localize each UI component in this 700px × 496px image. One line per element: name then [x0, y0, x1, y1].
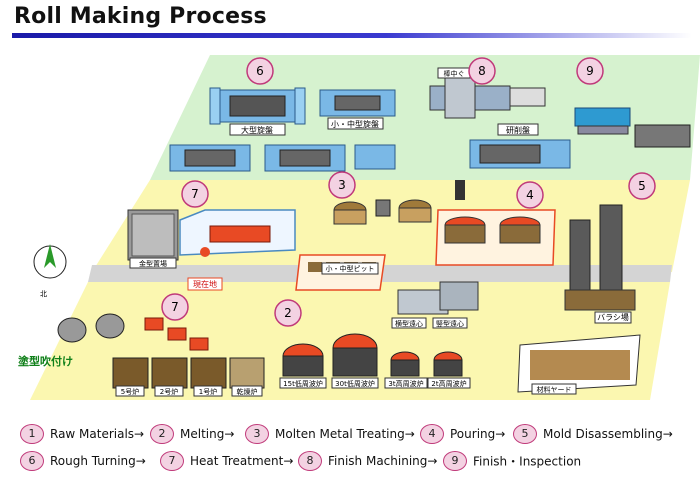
svg-text:4: 4 [526, 188, 534, 202]
legend-num-1: 1 [20, 424, 44, 444]
svg-text:6: 6 [256, 64, 264, 78]
mold-yard: 金型置場 [127, 209, 179, 269]
callout-9: 9 [576, 57, 604, 85]
callout-7b: 7 [161, 293, 189, 321]
svg-text:15t低周波炉: 15t低周波炉 [283, 379, 323, 388]
legend-item-9: 9 Finish・Inspection [443, 451, 581, 471]
lathe-left-3 [354, 144, 396, 170]
legend-label-1: Raw Materials→ [50, 427, 145, 441]
svg-text:バラシ場: バラシ場 [597, 312, 629, 322]
svg-text:棒中ぐ: 棒中ぐ [444, 69, 465, 78]
furnace-3t: 3t高周波炉 [384, 351, 428, 389]
svg-text:塗型吹付け: 塗型吹付け [18, 354, 73, 368]
callout-4: 4 [516, 181, 544, 209]
svg-text:大型旋盤: 大型旋盤 [241, 125, 273, 135]
svg-text:小・中型旋盤: 小・中型旋盤 [331, 119, 379, 129]
furnace-2t: 2t高周波炉 [427, 351, 471, 389]
svg-text:7: 7 [191, 187, 199, 201]
legend-num-9: 9 [443, 451, 467, 471]
furnace-1: 1号炉 [190, 357, 227, 397]
svg-text:30t低周波炉: 30t低周波炉 [335, 379, 375, 388]
furnace-5: 5号炉 [112, 357, 149, 397]
legend-label-8: Finish Machining→ [328, 454, 438, 468]
legend-label-2: Melting→ [180, 427, 235, 441]
callout-8: 8 [468, 57, 496, 85]
heat-treatment-rolls [144, 317, 209, 351]
legend-label-3: Molten Metal Treating→ [275, 427, 415, 441]
legend-num-6: 6 [20, 451, 44, 471]
pouring-station [435, 180, 556, 266]
drying-furnace: 乾燥炉 [229, 357, 265, 397]
svg-text:9: 9 [586, 64, 594, 78]
legend-item-6: 6 Rough Turning→ [20, 451, 146, 471]
legend-label-9: Finish・Inspection [473, 454, 582, 469]
svg-text:材料ヤード: 材料ヤード [537, 385, 572, 394]
svg-text:7: 7 [171, 300, 179, 314]
callout-7a: 7 [181, 180, 209, 208]
legend-num-4: 4 [420, 424, 444, 444]
svg-text:金型置場: 金型置場 [139, 259, 167, 268]
svg-text:乾燥炉: 乾燥炉 [237, 387, 258, 396]
legend-item-4: 4 Pouring→ [420, 424, 505, 444]
callout-5: 5 [628, 172, 656, 200]
legend-num-7: 7 [160, 451, 184, 471]
title-underline [12, 33, 692, 38]
legend-num-5: 5 [513, 424, 537, 444]
inspection-roll-1 [574, 107, 631, 135]
coating-rolls: 塗型吹付け [18, 313, 125, 368]
lathe-left-2 [264, 144, 346, 172]
svg-text:8: 8 [478, 64, 486, 78]
legend-label-4: Pouring→ [450, 427, 506, 441]
small-mid-pit: 小・中型ピット [295, 254, 386, 291]
svg-text:5: 5 [638, 179, 646, 193]
legend-item-7: 7 Heat Treatment→ [160, 451, 293, 471]
inspection-roll-2 [634, 124, 691, 148]
furnace-2: 2号炉 [151, 357, 188, 397]
svg-text:2号炉: 2号炉 [160, 387, 178, 396]
legend-item-1: 1 Raw Materials→ [20, 424, 144, 444]
grinding-machine: 研削盤 [469, 123, 571, 169]
svg-text:2: 2 [284, 306, 292, 320]
svg-text:2t高周波炉: 2t高周波炉 [431, 379, 466, 388]
material-yard: 材料ヤード [517, 334, 641, 395]
legend-num-2: 2 [150, 424, 174, 444]
current-location-marker: 現在地 [187, 247, 223, 291]
svg-text:北: 北 [40, 290, 47, 298]
svg-text:3t高周波炉: 3t高周波炉 [388, 379, 423, 388]
legend-item-5: 5 Mold Disassembling→ [513, 424, 673, 444]
legend-item-3: 3 Molten Metal Treating→ [245, 424, 415, 444]
process-legend: 1 Raw Materials→ 2 Melting→ 3 Molten Metal … [0, 420, 700, 496]
plant-layout-diagram: 大型旋盤 小・中型旋盤 棒中ぐ 研削盤 [18, 55, 700, 400]
legend-num-3: 3 [245, 424, 269, 444]
small-mid-lathe: 小・中型旋盤 [319, 89, 396, 130]
molten-treatment-ladles [333, 199, 432, 225]
legend-label-6: Rough Turning→ [50, 454, 146, 468]
mold-disassembly: バラシ場 [564, 204, 636, 324]
boring-machine: 棒中ぐ [429, 67, 546, 119]
legend-item-2: 2 Melting→ [150, 424, 234, 444]
svg-text:横型遠心: 横型遠心 [395, 319, 423, 328]
svg-text:小・中型ピット: 小・中型ピット [326, 264, 375, 273]
legend-label-7: Heat Treatment→ [190, 454, 294, 468]
page-title: Roll Making Process [14, 4, 267, 29]
callout-3: 3 [328, 171, 356, 199]
centrifugal-machines: 横型遠心 竪型遠心 [391, 281, 479, 329]
furnace-15t: 15t低周波炉 [279, 343, 327, 389]
lathe-left-1 [169, 144, 251, 172]
heat-treatment-furnace [179, 209, 296, 256]
furnace-30t: 30t低周波炉 [331, 333, 379, 389]
north-compass: 北 [33, 244, 67, 298]
large-lathe: 大型旋盤 [209, 87, 306, 136]
callout-6: 6 [246, 57, 274, 85]
legend-label-5: Mold Disassembling→ [543, 427, 673, 441]
svg-text:5号炉: 5号炉 [121, 387, 139, 396]
legend-num-8: 8 [298, 451, 322, 471]
svg-text:竪型遠心: 竪型遠心 [436, 319, 464, 328]
callout-2: 2 [274, 299, 302, 327]
svg-text:研削盤: 研削盤 [506, 125, 530, 135]
legend-item-8: 8 Finish Machining→ [298, 451, 437, 471]
svg-text:3: 3 [338, 178, 346, 192]
svg-text:現在地: 現在地 [193, 279, 217, 289]
svg-text:1号炉: 1号炉 [199, 387, 217, 396]
